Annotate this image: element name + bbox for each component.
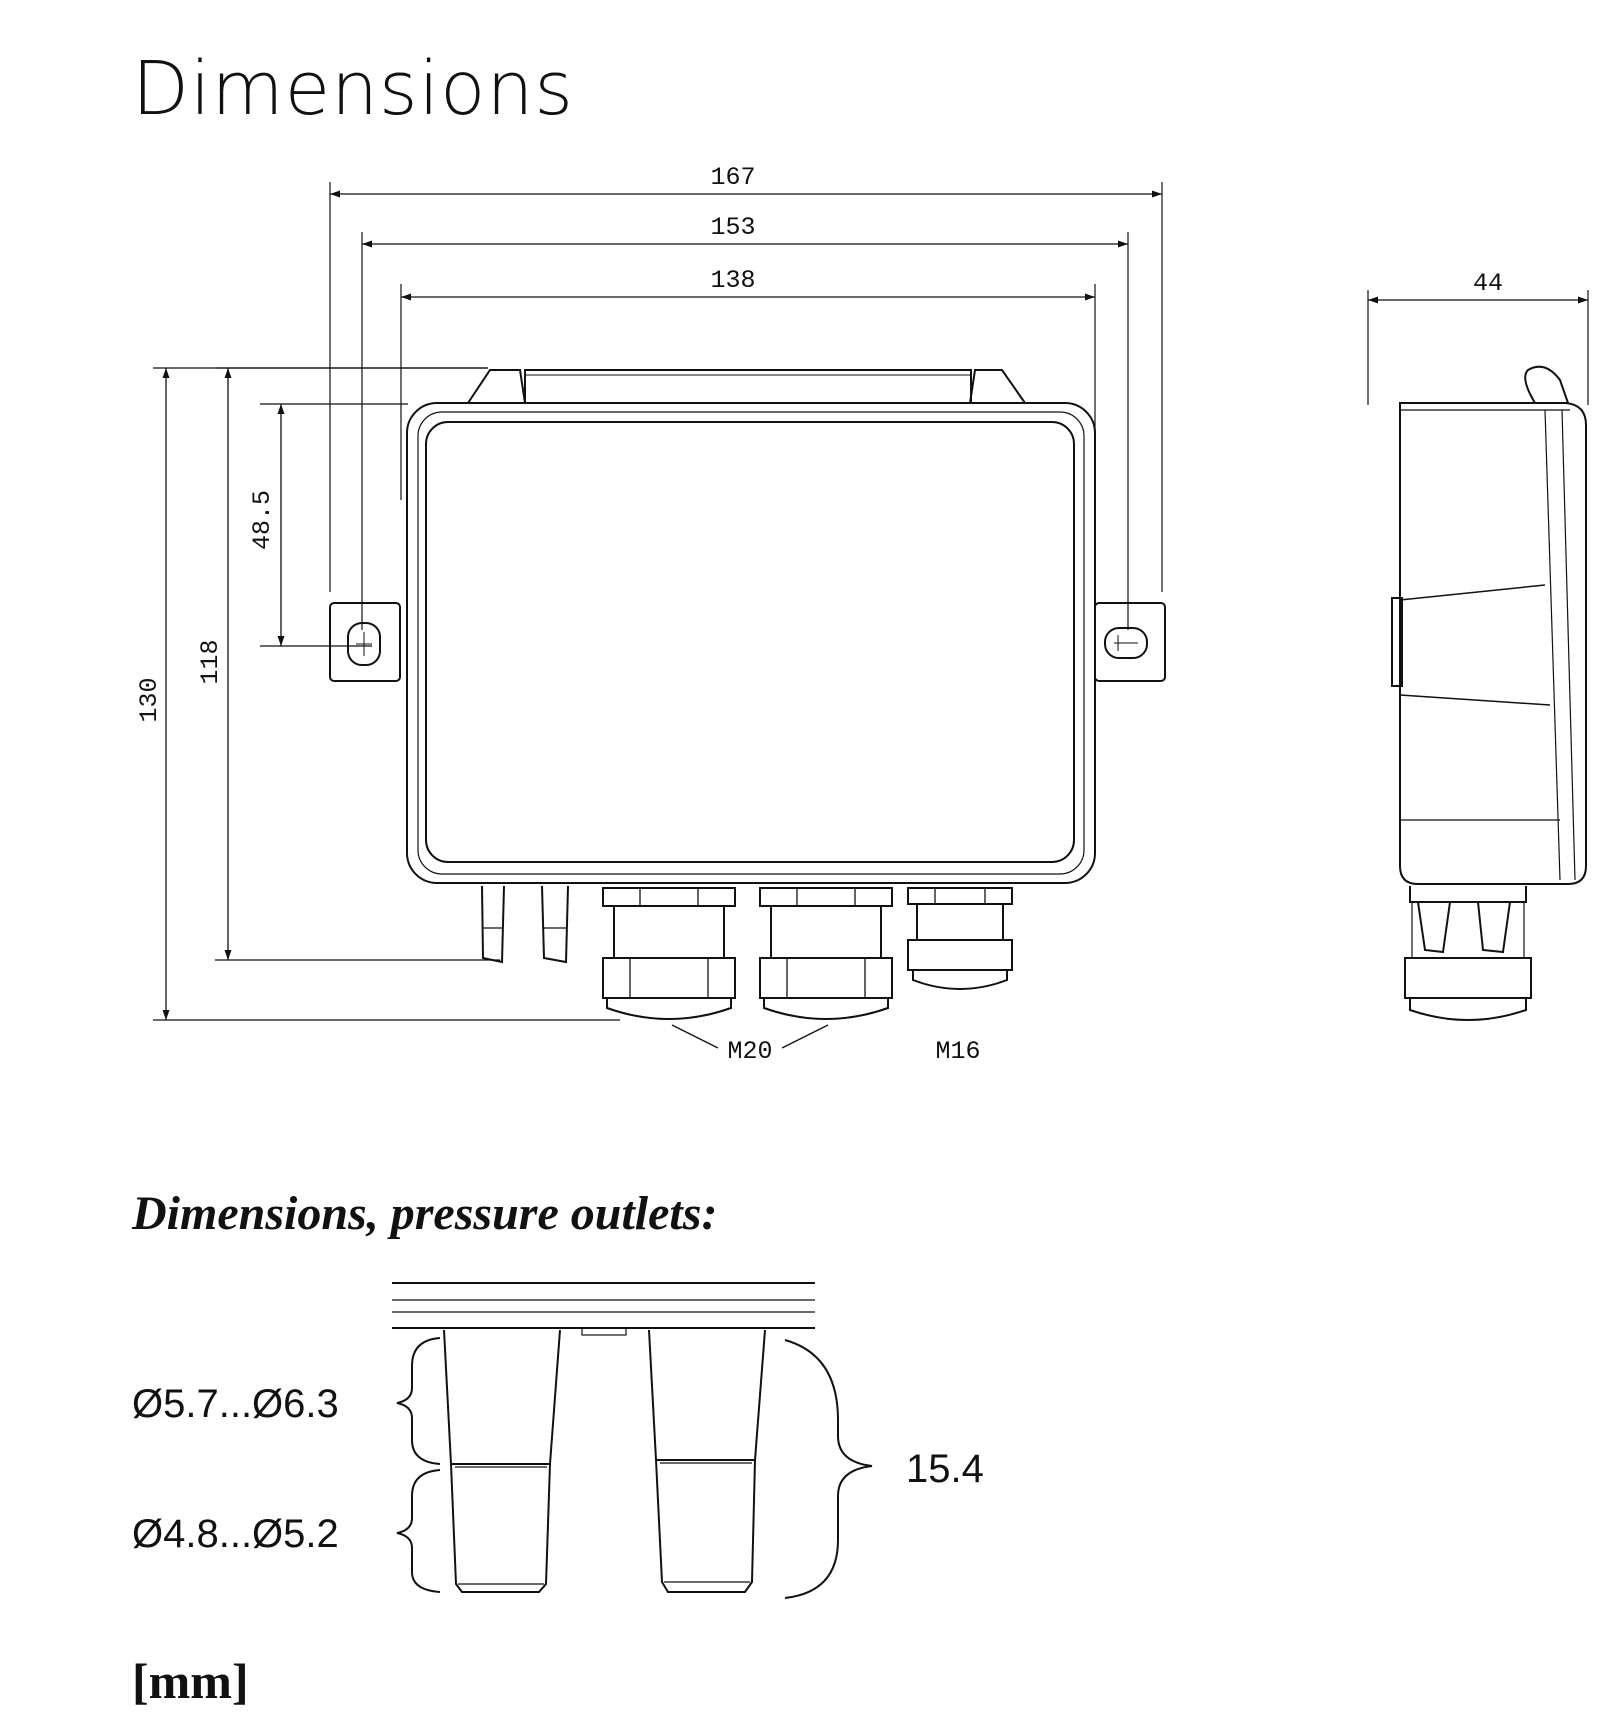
upper-diameter-brace [396, 1337, 441, 1465]
gland-m16-label: M16 [935, 1037, 980, 1066]
dim-depth-44: 44 [1473, 269, 1503, 298]
dim-width-167: 167 [710, 163, 755, 192]
upper-diameter-label: Ø5.7...Ø6.3 [132, 1382, 339, 1426]
lower-diameter-brace [396, 1469, 441, 1593]
lower-diameter-label: Ø4.8...Ø5.2 [132, 1512, 339, 1556]
dim-height-48-5: 48.5 [248, 490, 277, 550]
outlet-length-label: 15.4 [906, 1447, 984, 1491]
dim-width-138: 138 [710, 266, 755, 295]
side-view [1391, 365, 1587, 1021]
dim-height-118: 118 [196, 639, 225, 684]
unit-label: [mm] [132, 1653, 249, 1709]
pressure-outlets-detail [392, 1282, 873, 1599]
dim-width-153: 153 [710, 213, 755, 242]
length-brace [784, 1339, 873, 1599]
page-title: Dimensions [132, 46, 574, 132]
gland-m20-label: M20 [727, 1037, 772, 1066]
dim-height-130: 130 [135, 677, 164, 722]
pressure-outlets-title: Dimensions, pressure outlets: [132, 1187, 718, 1240]
front-view [329, 369, 1166, 1049]
